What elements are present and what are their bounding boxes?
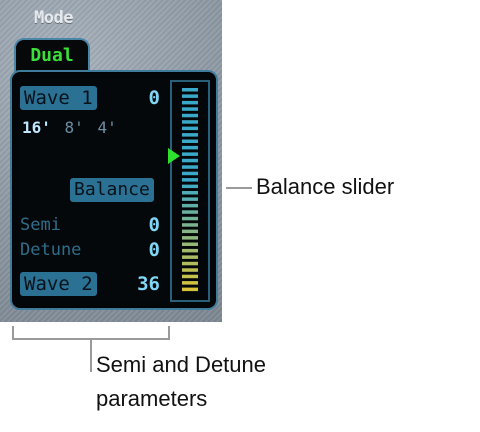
- mode-tab-label: Dual: [30, 45, 74, 66]
- bracket-stem: [90, 338, 92, 372]
- slider-tick: [182, 248, 198, 253]
- slider-tick: [182, 158, 198, 163]
- wave1-value[interactable]: 0: [148, 87, 160, 109]
- slider-tick: [182, 184, 198, 189]
- slider-tick: [182, 152, 198, 156]
- slider-tick: [182, 229, 198, 234]
- semi-value[interactable]: 0: [148, 214, 160, 236]
- detune-label: Detune: [20, 240, 82, 260]
- semi-detune-callout-line2: parameters: [96, 386, 208, 411]
- mode-label: Mode: [34, 8, 73, 28]
- slider-tick: [182, 268, 198, 272]
- wave1-footage-selector: 16' 8' 4': [22, 118, 121, 137]
- slider-tick: [182, 171, 198, 176]
- slider-tick: [182, 107, 198, 111]
- oscillator-panel: Mode Dual Wave 1 0 16' 8' 4' Balance Sem…: [0, 0, 222, 322]
- wave2-button[interactable]: Wave 2: [20, 272, 97, 296]
- slider-tick: [182, 133, 198, 137]
- semi-label: Semi: [20, 215, 61, 235]
- slider-tick: [182, 94, 198, 98]
- balance-callout-line: [226, 187, 252, 189]
- slider-tick: [182, 139, 198, 143]
- balance-slider[interactable]: [168, 80, 210, 302]
- slider-tick: [182, 145, 198, 150]
- balance-label: Balance: [70, 178, 154, 202]
- footage-16-option[interactable]: 16': [22, 118, 51, 137]
- slider-tick: [182, 100, 198, 105]
- footage-4-option[interactable]: 4': [97, 118, 117, 137]
- slider-tick: [182, 242, 198, 246]
- balance-slider-callout: Balance slider: [256, 174, 395, 199]
- slider-tick: [182, 223, 198, 227]
- slider-tick: [182, 197, 198, 201]
- semi-detune-callout-line1: Semi and Detune: [96, 352, 266, 377]
- bracket-left-end: [12, 326, 14, 339]
- mode-tab-dual[interactable]: Dual: [14, 38, 90, 72]
- dual-mode-display: Wave 1 0 16' 8' 4' Balance Semi 0 Detune…: [10, 70, 218, 310]
- slider-tick: [182, 126, 198, 131]
- detune-value[interactable]: 0: [148, 239, 160, 261]
- slider-tick: [182, 236, 198, 240]
- wave2-value[interactable]: 36: [137, 273, 160, 295]
- slider-tick: [182, 281, 198, 285]
- balance-slider-ticks: [182, 88, 198, 292]
- slider-tick: [182, 203, 198, 208]
- footage-8-option[interactable]: 8': [64, 118, 84, 137]
- slider-tick: [182, 261, 198, 266]
- slider-tick: [182, 216, 198, 221]
- slider-tick: [182, 178, 198, 182]
- slider-tick: [182, 255, 198, 259]
- slider-tick: [182, 113, 198, 118]
- slider-tick: [182, 88, 198, 92]
- bracket-right-end: [168, 326, 170, 339]
- slider-tick: [182, 210, 198, 214]
- slider-tick: [182, 274, 198, 279]
- slider-tick: [182, 191, 198, 195]
- slider-tick: [182, 120, 198, 124]
- balance-slider-thumb[interactable]: [168, 148, 180, 164]
- slider-tick: [182, 287, 198, 292]
- slider-tick: [182, 165, 198, 169]
- wave1-button[interactable]: Wave 1: [20, 86, 97, 110]
